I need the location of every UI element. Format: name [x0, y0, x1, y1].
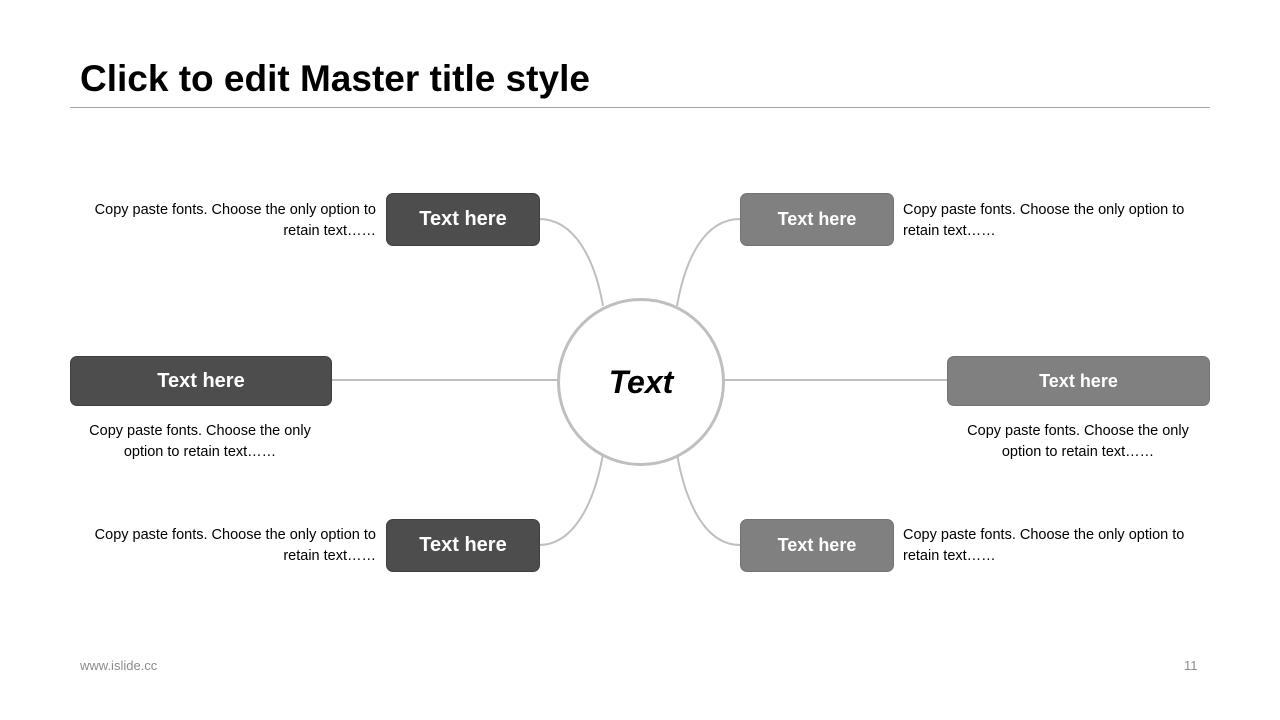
node-mid-left-box[interactable]: Text here — [70, 356, 332, 406]
connector-bottom-right — [676, 453, 741, 546]
node-top-right-desc[interactable]: Copy paste fonts. Choose the only option… — [903, 202, 1185, 239]
node-top-left-box[interactable]: Text here — [386, 193, 540, 246]
title-divider — [70, 107, 1210, 108]
connector-top-right — [676, 218, 741, 307]
slide-title[interactable]: Click to edit Master title style — [80, 58, 590, 99]
connector-bottom-left — [538, 453, 604, 546]
node-bottom-left-desc[interactable]: Copy paste fonts. Choose the only option… — [94, 527, 376, 564]
node-mid-right-box[interactable]: Text here — [947, 356, 1210, 406]
node-top-right-box[interactable]: Text here — [740, 193, 894, 246]
page-number: 11 — [1184, 658, 1198, 673]
node-bottom-left-box[interactable]: Text here — [386, 519, 540, 572]
connector-top-left — [538, 218, 604, 307]
center-circle[interactable]: Text — [557, 298, 725, 466]
node-mid-left-desc[interactable]: Copy paste fonts. Choose the only option… — [89, 423, 311, 460]
node-bottom-right-box[interactable]: Text here — [740, 519, 894, 572]
node-mid-right-desc[interactable]: Copy paste fonts. Choose the only option… — [967, 423, 1189, 460]
node-bottom-right-desc[interactable]: Copy paste fonts. Choose the only option… — [903, 527, 1185, 564]
node-top-left-desc[interactable]: Copy paste fonts. Choose the only option… — [94, 202, 376, 239]
footer-url: www.islide.cc — [80, 658, 158, 673]
